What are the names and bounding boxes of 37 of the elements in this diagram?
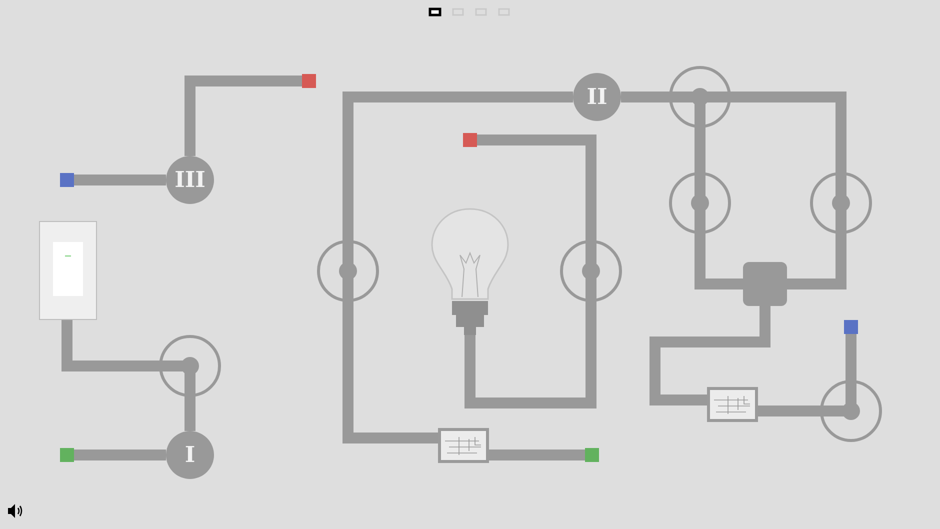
wire: [74, 174, 166, 186]
wire: [787, 233, 846, 290]
junction-box: [743, 262, 787, 306]
wire-terminal: [463, 133, 477, 147]
relay-module-drawing: [438, 428, 489, 463]
roman-numeral-node: I: [166, 431, 214, 479]
wire-terminal: [60, 173, 74, 187]
wire: [464, 301, 596, 408]
wire: [62, 320, 160, 372]
wire: [846, 334, 856, 381]
ring-junction: [820, 380, 882, 442]
wire: [477, 134, 596, 241]
wire: [342, 92, 573, 241]
ring-junction: [317, 240, 379, 302]
roman-numeral-node: III: [166, 156, 214, 204]
wire: [621, 92, 670, 102]
wire: [184, 396, 196, 431]
wire: [730, 92, 846, 173]
ring-junction: [669, 172, 731, 234]
ring-junction: [560, 240, 622, 302]
wire: [74, 450, 166, 460]
ring-junction: [669, 66, 731, 128]
relay-module-drawing: [707, 387, 758, 422]
roman-numeral-node: II: [573, 73, 621, 121]
wire: [758, 406, 821, 416]
wire-terminal: [844, 320, 858, 334]
wire-terminal: [60, 448, 74, 462]
ring-junction: [810, 172, 872, 234]
wall-switch: [38, 220, 96, 320]
wire-terminal: [302, 74, 316, 88]
wire-terminal: [585, 448, 599, 462]
ring-junction: [159, 335, 221, 397]
wire: [342, 301, 438, 444]
light-bulb-drawing: [430, 207, 510, 335]
wire: [489, 450, 585, 460]
wire: [184, 76, 302, 156]
wire: [694, 127, 706, 173]
